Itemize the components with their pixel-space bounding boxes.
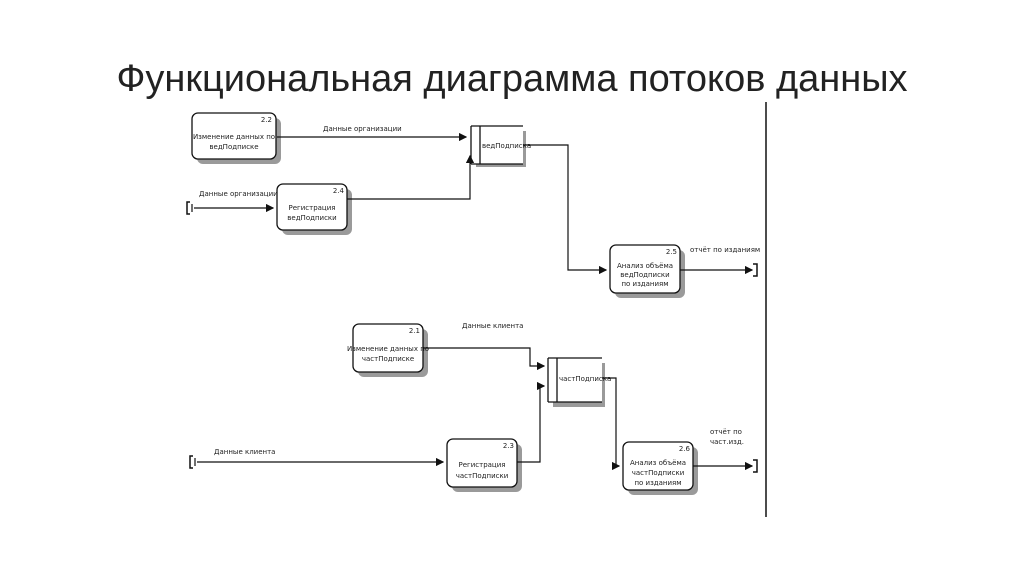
process-label: по изданиям: [621, 280, 668, 288]
process-number: 2.4: [333, 187, 345, 195]
data-store-ved[interactable]: ведПодписка: [470, 125, 531, 167]
process-label: Изменение данных по: [193, 133, 275, 141]
flow-client-data-2[interactable]: Данные клиента: [197, 448, 445, 467]
flow-org-data-1[interactable]: Данные организации: [277, 125, 468, 142]
flow-report-ved[interactable]: отчёт по изданиям: [680, 246, 760, 275]
process-2-6[interactable]: 2.6 Анализ объёма частПодписки по издани…: [622, 441, 698, 495]
svg-text:отчёт по изданиям: отчёт по изданиям: [690, 246, 760, 254]
process-label: частПодписки: [632, 469, 685, 477]
process-label: по изданиям: [634, 479, 681, 487]
process-number: 2.3: [503, 442, 514, 450]
svg-text:Данные организации: Данные организации: [199, 190, 278, 198]
flow-store-to-analysis[interactable]: [523, 144, 608, 275]
external-entity-marker: [186, 201, 190, 215]
process-label: Регистрация: [459, 461, 506, 469]
process-2-4[interactable]: 2.4 Регистрация ведПодписки: [276, 183, 352, 235]
process-label: частПодписке: [362, 355, 414, 363]
process-number: 2.2: [261, 116, 272, 124]
svg-text:част.изд.: част.изд.: [710, 438, 744, 446]
process-2-2[interactable]: 2.2 Изменение данных по ведПодписке: [191, 112, 281, 164]
flow-client-data-1[interactable]: Данные клиента: [423, 322, 546, 371]
process-label: Изменение данных по: [347, 345, 429, 353]
process-number: 2.6: [679, 445, 691, 453]
process-label: Анализ объёма: [630, 459, 686, 467]
flow-org-data-2[interactable]: Данные организации: [194, 190, 278, 213]
process-label: Анализ объёма: [617, 262, 673, 270]
store-label: ведПодписка: [482, 142, 531, 150]
svg-text:Данные клиента: Данные клиента: [214, 448, 275, 456]
process-2-3[interactable]: 2.3 Регистрация частПодписки: [446, 438, 522, 492]
process-2-1[interactable]: 2.1 Изменение данных по частПодписке: [347, 323, 429, 377]
process-number: 2.1: [409, 327, 420, 335]
process-label: ведПодписки: [620, 271, 669, 279]
flow-reg-to-store[interactable]: [347, 154, 475, 200]
process-label: ведПодписки: [287, 214, 336, 222]
process-number: 2.5: [666, 248, 677, 256]
external-entity-marker: [753, 459, 758, 473]
process-2-5[interactable]: 2.5 Анализ объёма ведПодписки по издания…: [609, 244, 685, 298]
data-store-chast[interactable]: частПодписка: [547, 357, 611, 407]
flow-reg-to-store-2[interactable]: [517, 381, 546, 463]
store-label: частПодписка: [559, 375, 611, 383]
flow-report-chast[interactable]: отчёт по част.изд.: [693, 428, 754, 471]
external-entity-marker: [753, 263, 758, 277]
process-label: ведПодписке: [209, 143, 258, 151]
flow-store-to-analysis-2[interactable]: [602, 377, 621, 471]
page-title: Функциональная диаграмма потоков данных: [116, 58, 908, 100]
svg-text:отчёт по: отчёт по: [710, 428, 742, 436]
process-label: частПодписки: [456, 472, 509, 480]
svg-text:Данные клиента: Данные клиента: [462, 322, 523, 330]
process-label: Регистрация: [289, 204, 336, 212]
external-entity-marker: [189, 455, 193, 469]
svg-text:Данные организации: Данные организации: [323, 125, 402, 133]
